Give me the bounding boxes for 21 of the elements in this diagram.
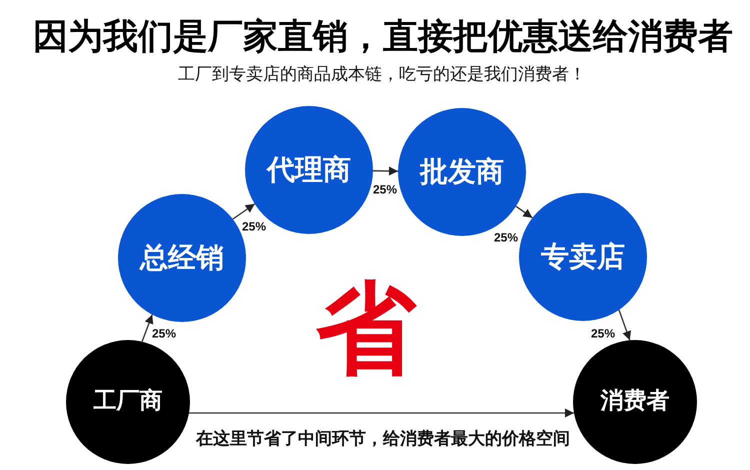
title: 因为我们是厂家直销，直接把优惠送给消费者 bbox=[33, 18, 733, 56]
node-label: 工厂商 bbox=[94, 389, 162, 415]
edge-label: 25% bbox=[590, 328, 616, 340]
arrow bbox=[372, 166, 398, 176]
arrow bbox=[142, 314, 154, 342]
edge-label: 25% bbox=[494, 232, 518, 244]
arrow bbox=[516, 206, 533, 218]
node-label: 批发商 bbox=[420, 156, 504, 188]
edge-label: 25% bbox=[152, 328, 176, 340]
arrow bbox=[618, 310, 632, 340]
node-label: 代理商 bbox=[267, 154, 351, 186]
edge-label: 在这里节省了中间环节，给消费者最大的价格空间 bbox=[196, 431, 570, 449]
big-character: 省 bbox=[316, 278, 416, 378]
edge-label: 25% bbox=[372, 184, 398, 196]
arrow bbox=[232, 203, 256, 220]
node-label: 消费者 bbox=[600, 389, 670, 415]
subtitle: 工厂到专卖店的商品成本链，吃亏的还是我们消费者！ bbox=[178, 66, 586, 84]
node-label: 总经销 bbox=[140, 242, 224, 274]
edge-label: 25% bbox=[242, 220, 266, 234]
node-label: 专卖店 bbox=[541, 242, 625, 272]
arrow bbox=[189, 408, 574, 418]
